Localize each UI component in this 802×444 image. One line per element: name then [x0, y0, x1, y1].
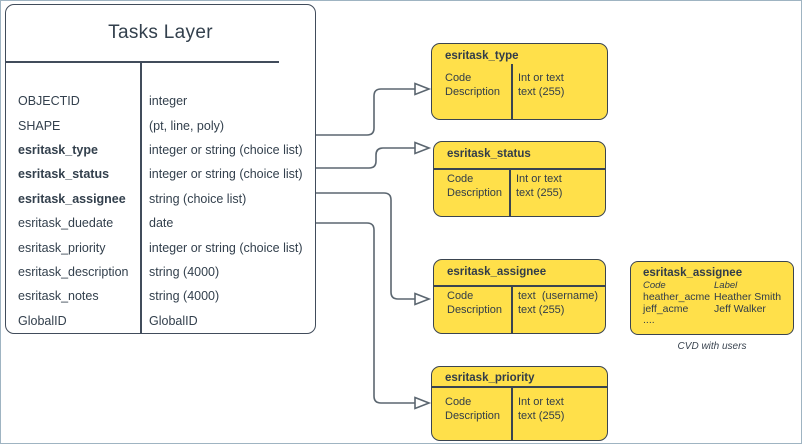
domain-field-type: text (255)	[516, 186, 563, 199]
field-type: integer or string (choice list)	[149, 240, 303, 255]
field-type: string (choice list)	[149, 191, 247, 206]
domain-box-title: esritask_assignee	[447, 266, 547, 278]
field-name: SHAPE	[18, 118, 61, 133]
cvd-label: Heather Smith	[714, 290, 782, 303]
field-name: esritask_notes	[18, 289, 99, 304]
cvd-label: Jeff Walker	[714, 302, 766, 315]
field-type: GlobalID	[149, 313, 198, 328]
domain-field-type: Int or text	[518, 396, 564, 408]
cvd-code: ....	[643, 314, 655, 327]
arrowhead-icon	[414, 396, 432, 410]
domain-field-label: Code	[445, 72, 472, 84]
domain-box-divider	[511, 64, 513, 119]
domain-field-type: text (username)	[518, 290, 599, 302]
cvd-col-header: Label	[714, 280, 738, 291]
table-row: esritask_description string (4000)	[6, 260, 315, 284]
table-row: SHAPE (pt, line, poly)	[6, 113, 315, 137]
domain-box-divider	[511, 386, 513, 440]
field-type: string (4000)	[149, 264, 220, 279]
connector-esritask-status	[316, 147, 415, 169]
table-row: esritask_assignee string (choice list)	[6, 187, 315, 211]
domain-box-esritask-status: esritask_status Code Description Int or …	[433, 141, 606, 217]
cvd-code: heather_acme	[643, 290, 711, 303]
field-name: esritask_priority	[18, 240, 106, 255]
domain-box-esritask-priority: esritask_priority Code Description Int o…	[431, 366, 608, 441]
connector-esritask-priority	[316, 222, 415, 404]
connector-esritask-type	[316, 88, 415, 136]
table-row: esritask_priority integer or string (cho…	[6, 235, 315, 259]
domain-field-label: Description	[445, 409, 501, 422]
tasks-layer-table: Tasks Layer OBJECTID integer SHAPE (pt, …	[5, 4, 316, 334]
domain-box-divider	[509, 168, 511, 216]
domain-field-type: text (255)	[518, 85, 565, 98]
field-name: esritask_assignee	[18, 191, 126, 206]
domain-field-label: Description	[447, 303, 503, 316]
field-type: integer or string (choice list)	[149, 142, 303, 157]
domain-box-title-underline	[434, 285, 605, 287]
domain-field-type: text (255)	[518, 409, 565, 422]
cvd-code: jeff_acme	[643, 302, 689, 315]
domain-field-type: Int or text	[516, 173, 562, 185]
domain-field-label: Description	[447, 186, 503, 199]
field-type: (pt, line, poly)	[149, 118, 225, 133]
field-name: esritask_duedate	[18, 216, 114, 231]
field-rows: OBJECTID integer SHAPE (pt, line, poly) …	[6, 89, 315, 333]
table-row: OBJECTID integer	[6, 89, 315, 113]
field-name: OBJECTID	[18, 94, 80, 109]
field-type: date	[149, 216, 174, 231]
domain-field-label: Description	[445, 85, 501, 98]
connector-esritask-assignee	[316, 192, 415, 300]
cvd-box-esritask-assignee: esritask_assignee Code Label heather_acm…	[630, 261, 794, 335]
field-name: esritask_description	[18, 264, 129, 279]
column-divider	[140, 61, 142, 333]
field-name: GlobalID	[18, 313, 67, 328]
table-row: esritask_status integer or string (choic…	[6, 162, 315, 186]
domain-box-esritask-assignee: esritask_assignee Code Description text …	[433, 259, 606, 334]
table-row: esritask_notes string (4000)	[6, 284, 315, 308]
field-name: esritask_status	[18, 167, 110, 182]
table-row: GlobalID GlobalID	[6, 309, 315, 333]
domain-box-title: esritask_priority	[445, 372, 535, 384]
field-type: string (4000)	[149, 289, 220, 304]
domain-box-title: esritask_status	[447, 148, 531, 160]
domain-field-type: Int or text	[518, 72, 564, 84]
field-name: esritask_type	[18, 142, 98, 157]
table-row: esritask_type integer or string (choice …	[6, 138, 315, 162]
cvd-box-title: esritask_assignee	[643, 267, 743, 279]
arrowhead-icon	[414, 82, 432, 96]
domain-field-type: text (255)	[518, 303, 565, 316]
field-type: integer or string (choice list)	[149, 167, 303, 182]
arrowhead-icon	[414, 141, 432, 155]
table-row: esritask_duedate date	[6, 211, 315, 235]
domain-box-title-underline	[434, 168, 605, 170]
domain-box-esritask-type: esritask_type Code Description Int or te…	[431, 43, 608, 120]
domain-field-label: Code	[447, 173, 474, 185]
field-type: integer	[149, 94, 188, 109]
domain-box-divider	[511, 285, 513, 333]
domain-box-title-underline	[432, 386, 607, 388]
domain-box-title: esritask_type	[445, 50, 519, 62]
arrowhead-icon	[414, 292, 432, 306]
domain-field-label: Code	[445, 396, 472, 408]
cvd-caption: CVD with users	[677, 341, 747, 352]
domain-field-label: Code	[447, 290, 474, 302]
cvd-col-header: Code	[643, 280, 666, 291]
title-underline	[6, 61, 279, 63]
tasks-layer-title: Tasks Layer	[108, 21, 213, 43]
